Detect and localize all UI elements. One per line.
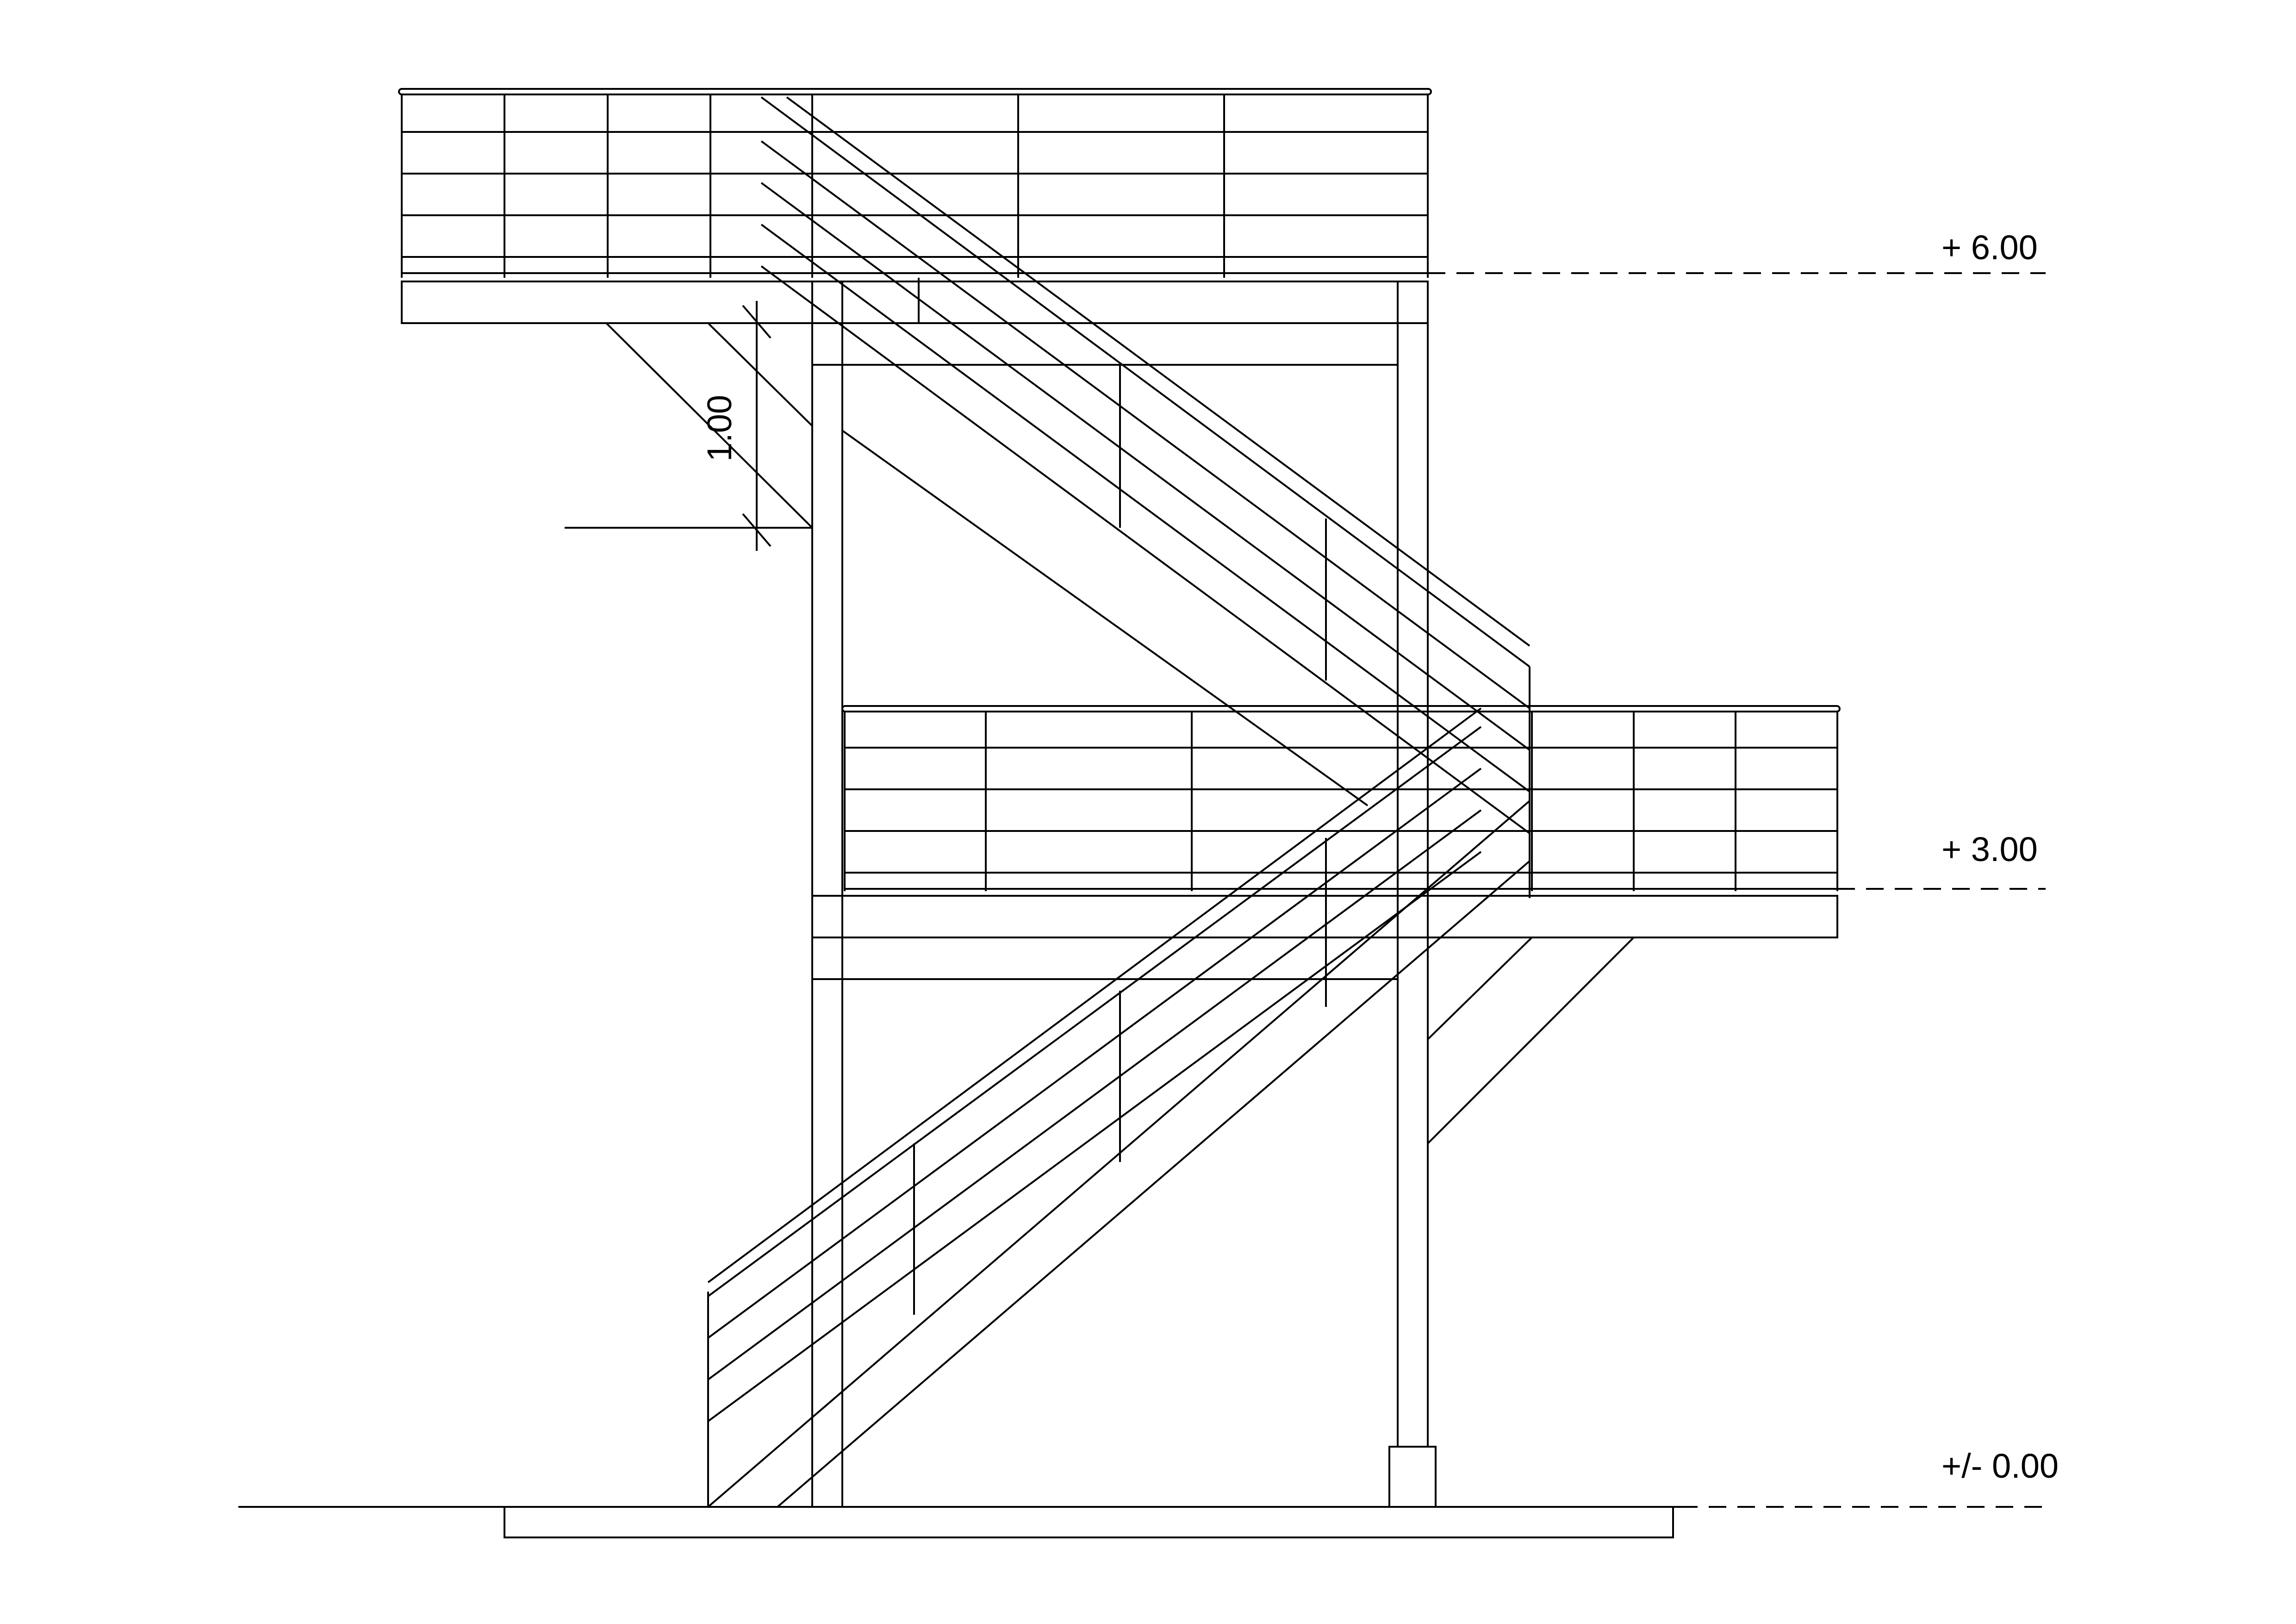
upper-railing — [398, 88, 1432, 278]
level-label-middle: + 3.00 — [1941, 830, 2038, 868]
upper-stair-flight — [760, 96, 1531, 891]
upper-platform-braces — [565, 322, 813, 529]
level-label-ground: +/- 0.00 — [1941, 1447, 2059, 1485]
railing-height-dimension: 1.00 — [700, 301, 772, 551]
railing-height-label: 1.00 — [700, 395, 739, 462]
column-base-plate — [1388, 1446, 1437, 1508]
lower-stair-flight — [707, 707, 1531, 1508]
level-label-top: + 6.00 — [1941, 228, 2038, 267]
columns — [811, 282, 1437, 1508]
ground — [238, 1506, 2046, 1538]
middle-railing — [841, 705, 1841, 891]
upper-platform — [398, 88, 2046, 529]
middle-platform — [811, 705, 2046, 1144]
